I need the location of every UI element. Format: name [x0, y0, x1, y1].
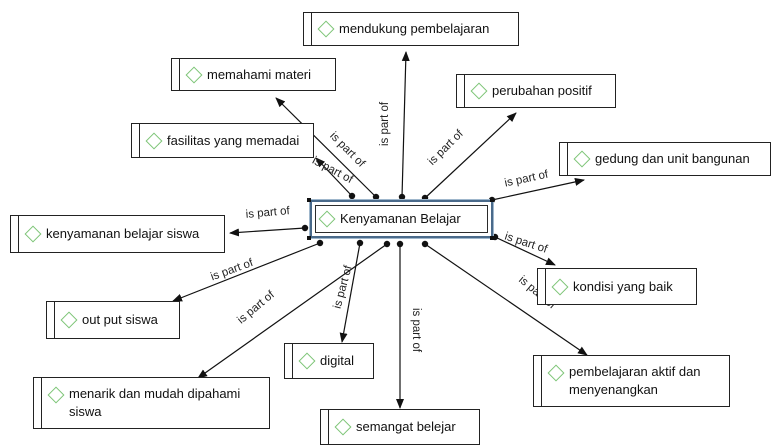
concept-node[interactable]: semangat belejar — [320, 409, 480, 445]
concept-node[interactable]: memahami materi — [171, 58, 336, 91]
edge-label: is part of — [504, 168, 550, 189]
node-label: memahami materi — [207, 66, 312, 82]
node-label: gedung dan unit bangunan — [595, 151, 750, 167]
concept-node-center[interactable]: Kenyamanan Belajar — [310, 200, 493, 238]
connector-line[interactable] — [197, 243, 388, 379]
selection-handle[interactable] — [307, 198, 311, 202]
edge-label: is part of — [332, 264, 355, 310]
concept-node[interactable]: kenyamanan belajar siswa — [10, 215, 225, 253]
connector-origin-dot — [348, 192, 356, 200]
concept-node[interactable]: menarik dan mudah dipahami siswa — [33, 377, 270, 429]
edge-label: is part of — [379, 101, 391, 146]
diamond-icon — [60, 311, 78, 329]
node-label: mendukung pembelajaran — [339, 21, 490, 37]
diamond-icon — [318, 210, 336, 228]
connector-origin-dot — [383, 240, 391, 248]
connector-line[interactable] — [275, 97, 377, 198]
connector-line[interactable] — [424, 112, 517, 199]
concept-node[interactable]: kondisi yang baik — [537, 268, 697, 305]
concept-node[interactable]: fasilitas yang memadai — [131, 123, 314, 158]
edge-label: is part of — [209, 257, 255, 284]
node-label: fasilitas yang memadai — [167, 132, 300, 148]
connector-line[interactable] — [229, 227, 306, 237]
diamond-icon — [547, 364, 565, 382]
node-label: kenyamanan belajar siswa — [46, 226, 200, 242]
edge-label: is part of — [235, 288, 277, 326]
concept-node[interactable]: pembelajaran aktif dan menyenangkan — [533, 355, 730, 407]
connector-line[interactable] — [339, 242, 361, 343]
connector-origin-dot — [421, 194, 429, 202]
node-label: digital — [320, 353, 354, 369]
selection-handle[interactable] — [490, 236, 494, 240]
diamond-icon — [573, 150, 591, 168]
node-label: menarik dan mudah dipahami siswa — [69, 386, 241, 419]
concept-node[interactable]: mendukung pembelajaran — [303, 12, 519, 46]
diamond-icon — [185, 66, 203, 83]
diamond-icon — [470, 82, 488, 100]
concept-node[interactable]: out put siswa — [46, 301, 180, 339]
connector-line[interactable] — [315, 157, 353, 197]
connector-origin-dot — [372, 193, 380, 201]
diamond-icon — [47, 386, 65, 404]
concept-node[interactable]: perubahan positif — [456, 74, 616, 108]
node-label: out put siswa — [82, 312, 158, 328]
selection-handle[interactable] — [307, 236, 311, 240]
connector-origin-dot — [316, 239, 324, 247]
concept-node[interactable]: digital — [284, 343, 374, 379]
connector-line[interactable] — [491, 178, 585, 201]
connector-origin-dot — [421, 240, 429, 248]
connector-origin-dot — [356, 239, 364, 247]
diamond-icon — [551, 278, 569, 295]
connector-line[interactable] — [424, 243, 588, 356]
node-label: perubahan positif — [492, 83, 592, 99]
selection-handle[interactable] — [490, 198, 494, 202]
diamond-icon — [145, 132, 163, 149]
edge-label: is part of — [426, 127, 466, 167]
center-node-label: Kenyamanan Belajar — [340, 211, 461, 227]
edge-label: is part of — [410, 308, 422, 353]
connector-origin-dot — [301, 224, 309, 232]
connector-line[interactable] — [494, 236, 556, 266]
diamond-icon — [298, 352, 316, 370]
edge-label: is part of — [245, 205, 291, 221]
concept-node[interactable]: gedung dan unit bangunan — [559, 142, 771, 176]
node-label: kondisi yang baik — [573, 278, 673, 294]
connector-origin-dot — [396, 240, 404, 248]
diamond-icon — [317, 20, 335, 38]
connector-line[interactable] — [172, 242, 321, 302]
diamond-icon — [334, 418, 352, 436]
node-label: pembelajaran aktif dan menyenangkan — [569, 364, 701, 397]
node-label: semangat belejar — [356, 419, 456, 435]
diamond-icon — [24, 225, 42, 243]
connector-origin-dot — [398, 193, 406, 201]
connector-line[interactable] — [401, 51, 410, 198]
